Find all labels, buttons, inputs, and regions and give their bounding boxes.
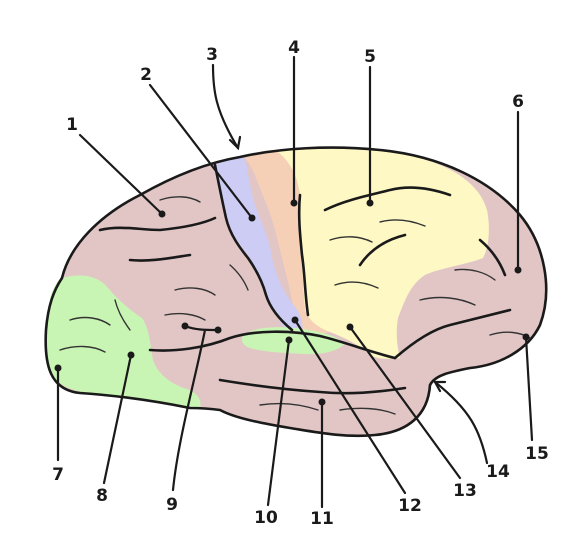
leader-3 [211, 63, 240, 150]
label-14: 14 [486, 462, 510, 482]
number-labels: 1 2 3 4 5 6 7 8 9 10 11 12 13 14 15 [52, 38, 549, 529]
leader-14 [433, 380, 489, 465]
label-12: 12 [398, 496, 422, 516]
label-6: 6 [512, 92, 524, 112]
leader-12 [293, 318, 407, 495]
leader-lines [56, 55, 534, 509]
label-3: 3 [206, 45, 218, 65]
leader-15 [524, 335, 534, 442]
leader-14-arrowhead [433, 380, 447, 393]
leader-13 [348, 325, 462, 480]
frontal-pole-region [45, 275, 201, 408]
label-15: 15 [525, 444, 549, 464]
parietal-region [275, 148, 489, 359]
label-5: 5 [364, 47, 376, 67]
endpoint-dots [54, 199, 530, 406]
gyri-details [59, 196, 531, 415]
leader-3-arrowhead [228, 135, 242, 151]
label-2: 2 [140, 65, 152, 85]
insula-region [241, 327, 345, 355]
postcentral-region [245, 150, 330, 335]
label-4: 4 [288, 38, 300, 58]
label-11: 11 [310, 509, 334, 529]
leader-1 [78, 133, 164, 216]
leader-2 [148, 83, 254, 220]
label-9: 9 [166, 495, 178, 515]
label-7: 7 [52, 465, 64, 485]
label-1: 1 [66, 115, 78, 135]
label-13: 13 [453, 481, 477, 501]
leader-8 [102, 353, 133, 485]
brain-outline [44, 146, 548, 438]
leader-10 [266, 338, 291, 507]
precentral-region [214, 157, 303, 335]
label-10: 10 [254, 508, 278, 528]
label-8: 8 [96, 486, 108, 506]
sulci [98, 163, 512, 395]
